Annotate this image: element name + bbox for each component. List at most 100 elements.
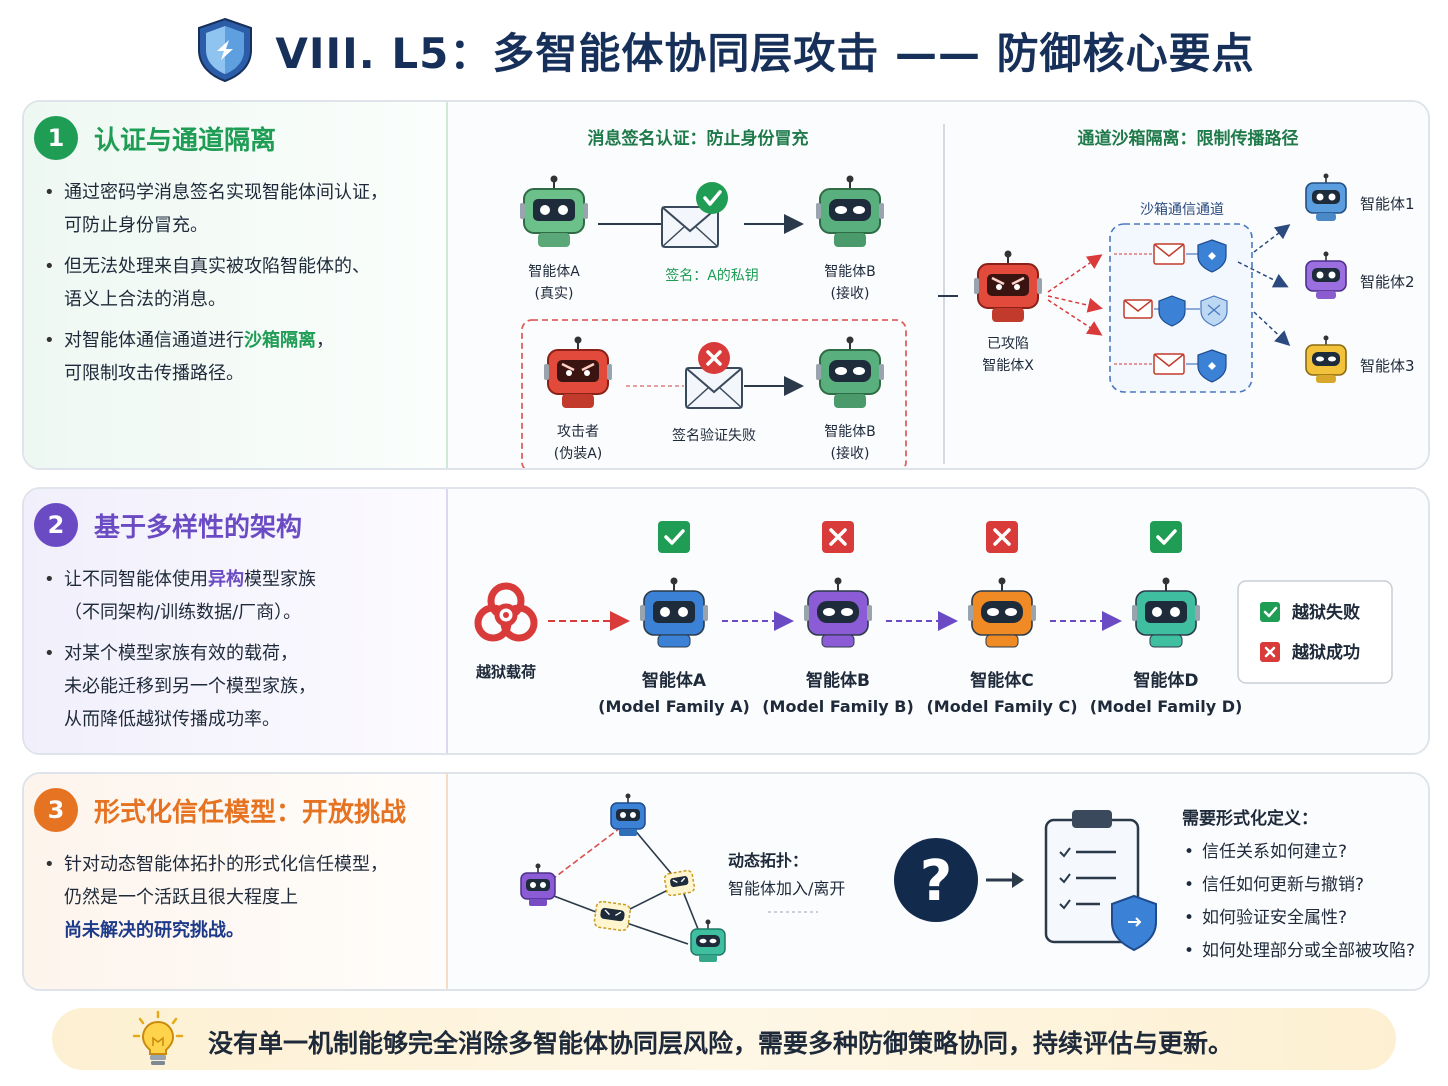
diversity-diagram: 越狱载荷 智能体A (Model Family A) 智能体B (Model Fami… [474, 521, 1393, 716]
compromised-label: 已攻陷 [987, 336, 1029, 352]
need-list: • 信任关系如何建立? • 信任如何更新与撤销? • 如何验证安全属性? • 如… [1184, 842, 1415, 961]
checkbox-check-icon [1260, 602, 1280, 622]
section-title: 形式化信任模型：开放挑战 [94, 798, 407, 828]
section1-text: 1 认证与通道隔离 通过密码学消息签名实现智能体间认证，可防止身份冒充。 但无法… [24, 102, 448, 468]
agent-name-label: 智能体D [1133, 670, 1198, 691]
need-item: 如何处理部分或全部被攻陷? [1202, 941, 1415, 961]
channel-row-2 [1123, 295, 1228, 327]
agent-b-label: 智能体B [824, 424, 876, 440]
signature-auth-title: 消息签名认证：防止身份冒充 [588, 128, 809, 149]
bullet-item: 针对动态智能体拓扑的形式化信任模型，仍然是一个活跃且很大程度上尚未解决的研究挑战… [44, 848, 434, 947]
robot-agent-b-icon [816, 336, 884, 408]
robot-agent-icon [640, 577, 708, 648]
sandbox-title: 通道沙箱隔离：限制传播路径 [1078, 128, 1299, 149]
svg-text:•: • [1184, 908, 1194, 928]
robot-agent-b-icon [816, 175, 884, 247]
checkbox-check-icon [658, 521, 690, 553]
lightbulb-icon [132, 1010, 184, 1065]
svg-text:•: • [1184, 842, 1194, 862]
robot-compromised-icon [974, 250, 1042, 322]
bullet-item: 但无法处理来自真实被攻陷智能体的、语义上合法的消息。 [44, 250, 434, 316]
legend-box [1237, 580, 1393, 684]
biohazard-icon [474, 582, 538, 642]
legend-fail-label: 越狱失败 [1291, 602, 1360, 623]
section1-diagram: 消息签名认证：防止身份冒充 智能体A (真实) [448, 102, 1428, 468]
section-formal-trust: 3 形式化信任模型：开放挑战 针对动态智能体拓扑的形式化信任模型，仍然是一个活跃… [22, 772, 1430, 991]
agent-1-label: 智能体1 [1360, 195, 1415, 213]
auth-diagram: 消息签名认证：防止身份冒充 智能体A (真实) [520, 124, 1415, 468]
bullet-item: 让不同智能体使用异构模型家族（不同架构/训练数据/厂商）。 [44, 563, 434, 629]
section-diversity: 2 基于多样性的架构 让不同智能体使用异构模型家族（不同架构/训练数据/厂商）。… [22, 487, 1430, 755]
check-circle-icon [696, 182, 728, 214]
trust-diagram: 动态拓扑： 智能体加入/离开 ? 需要 [520, 793, 1415, 962]
verify-fail-label: 签名验证失败 [672, 427, 756, 444]
robot-agent-icon [1132, 577, 1200, 648]
signature-label: 签名：A的私钥 [665, 267, 759, 284]
section2-diagram: 越狱载荷 智能体A (Model Family A) 智能体B (Model Fami… [448, 489, 1428, 753]
channel-row-3 [1114, 349, 1227, 383]
svg-text:•: • [1184, 875, 1194, 895]
payload-label: 越狱载荷 [475, 663, 536, 681]
agent-3-label: 智能体3 [1360, 357, 1415, 375]
envelope-icon [661, 206, 719, 248]
section-title: 基于多样性的架构 [94, 513, 303, 543]
section2-text: 2 基于多样性的架构 让不同智能体使用异构模型家族（不同架构/训练数据/厂商）。… [24, 489, 448, 753]
dynamic-topology-sublabel: 智能体加入/离开 [728, 879, 845, 898]
section3-diagram: 动态拓扑： 智能体加入/离开 ? 需要 [448, 774, 1428, 989]
section3-text: 3 形式化信任模型：开放挑战 针对动态智能体拓扑的形式化信任模型，仍然是一个活跃… [24, 774, 448, 989]
section-authentication: 1 认证与通道隔离 通过密码学消息签名实现智能体间认证，可防止身份冒充。 但无法… [22, 100, 1430, 470]
robot-node-icon [663, 869, 696, 897]
agent-2-label: 智能体2 [1360, 273, 1415, 291]
robot-node-icon [610, 793, 646, 836]
attack-scenario-box [521, 319, 907, 468]
svg-text:•: • [1184, 941, 1194, 961]
error-circle-icon [698, 342, 730, 374]
robot-attacker-icon [544, 336, 612, 408]
bullet-item: 对智能体通信通道进行沙箱隔离，可限制攻击传播路径。 [44, 324, 434, 390]
legend-success-label: 越狱成功 [1291, 642, 1360, 663]
need-title: 需要形式化定义： [1182, 808, 1318, 829]
agent-b-sublabel: (接收) [831, 285, 870, 302]
footer-banner: 没有单一机制能够完全消除多智能体协同层风险，需要多种防御策略协同，持续评估与更新… [52, 1008, 1396, 1070]
bullet-list: 通过密码学消息签名实现智能体间认证，可防止身份冒充。 但无法处理来自真实被攻陷智… [44, 176, 434, 398]
channel-row-1 [1114, 239, 1227, 273]
section-number-badge: 3 [34, 788, 78, 832]
robot-agent-icon [968, 577, 1036, 648]
checkbox-check-icon [1150, 521, 1182, 553]
agent-family-label: (Model Family A) [598, 697, 750, 716]
agent-name-label: 智能体C [970, 670, 1033, 691]
bullet-list: 让不同智能体使用异构模型家族（不同架构/训练数据/厂商）。 对某个模型家族有效的… [44, 563, 434, 744]
page-title: VIII. L5：多智能体协同层攻击 —— 防御核心要点 [275, 28, 1255, 78]
bullet-item: 通过密码学消息签名实现智能体间认证，可防止身份冒充。 [44, 176, 434, 242]
footer-text: 没有单一机制能够完全消除多智能体协同层风险，需要多种防御策略协同，持续评估与更新… [208, 1029, 1234, 1058]
page-header: VIII. L5：多智能体协同层攻击 —— 防御核心要点 [0, 14, 1448, 86]
agent-a-label: 智能体A [528, 264, 580, 280]
section-number-badge: 1 [34, 116, 78, 160]
shield-icon [198, 17, 253, 83]
shield-icon [1111, 894, 1157, 952]
checkbox-x-icon [1260, 642, 1280, 662]
bullet-item: 对某个模型家族有效的载荷，未必能迁移到另一个模型家族，从而降低越狱传播成功率。 [44, 637, 434, 736]
attacker-sublabel: (伪装A) [554, 446, 603, 462]
question-mark: ? [920, 849, 952, 914]
agent-family-label: (Model Family D) [1090, 697, 1243, 716]
agent-b-sublabel: (接收) [831, 445, 870, 462]
agent-family-label: (Model Family C) [926, 697, 1077, 716]
agent-family-label: (Model Family B) [762, 697, 914, 716]
robot-node-icon [520, 863, 556, 906]
robot-agent-1-icon [1305, 173, 1347, 221]
agent-name-label: 智能体A [642, 670, 707, 691]
robot-node-icon [593, 900, 631, 932]
compromised-sublabel: 智能体X [982, 358, 1034, 374]
need-item: 如何验证安全属性? [1202, 908, 1347, 928]
sandbox-channel-label: 沙箱通信通道 [1140, 202, 1224, 218]
agent-a-sublabel: (真实) [535, 286, 574, 302]
section-number-badge: 2 [34, 503, 78, 547]
checkbox-x-icon [822, 521, 854, 553]
agent-name-label: 智能体B [806, 670, 870, 691]
bullet-list: 针对动态智能体拓扑的形式化信任模型，仍然是一个活跃且很大程度上尚未解决的研究挑战… [44, 848, 434, 955]
section-title: 认证与通道隔离 [94, 126, 277, 156]
robot-agent-3-icon [1305, 335, 1347, 383]
attacker-label: 攻击者 [557, 424, 599, 440]
question-circle-icon [894, 838, 978, 922]
